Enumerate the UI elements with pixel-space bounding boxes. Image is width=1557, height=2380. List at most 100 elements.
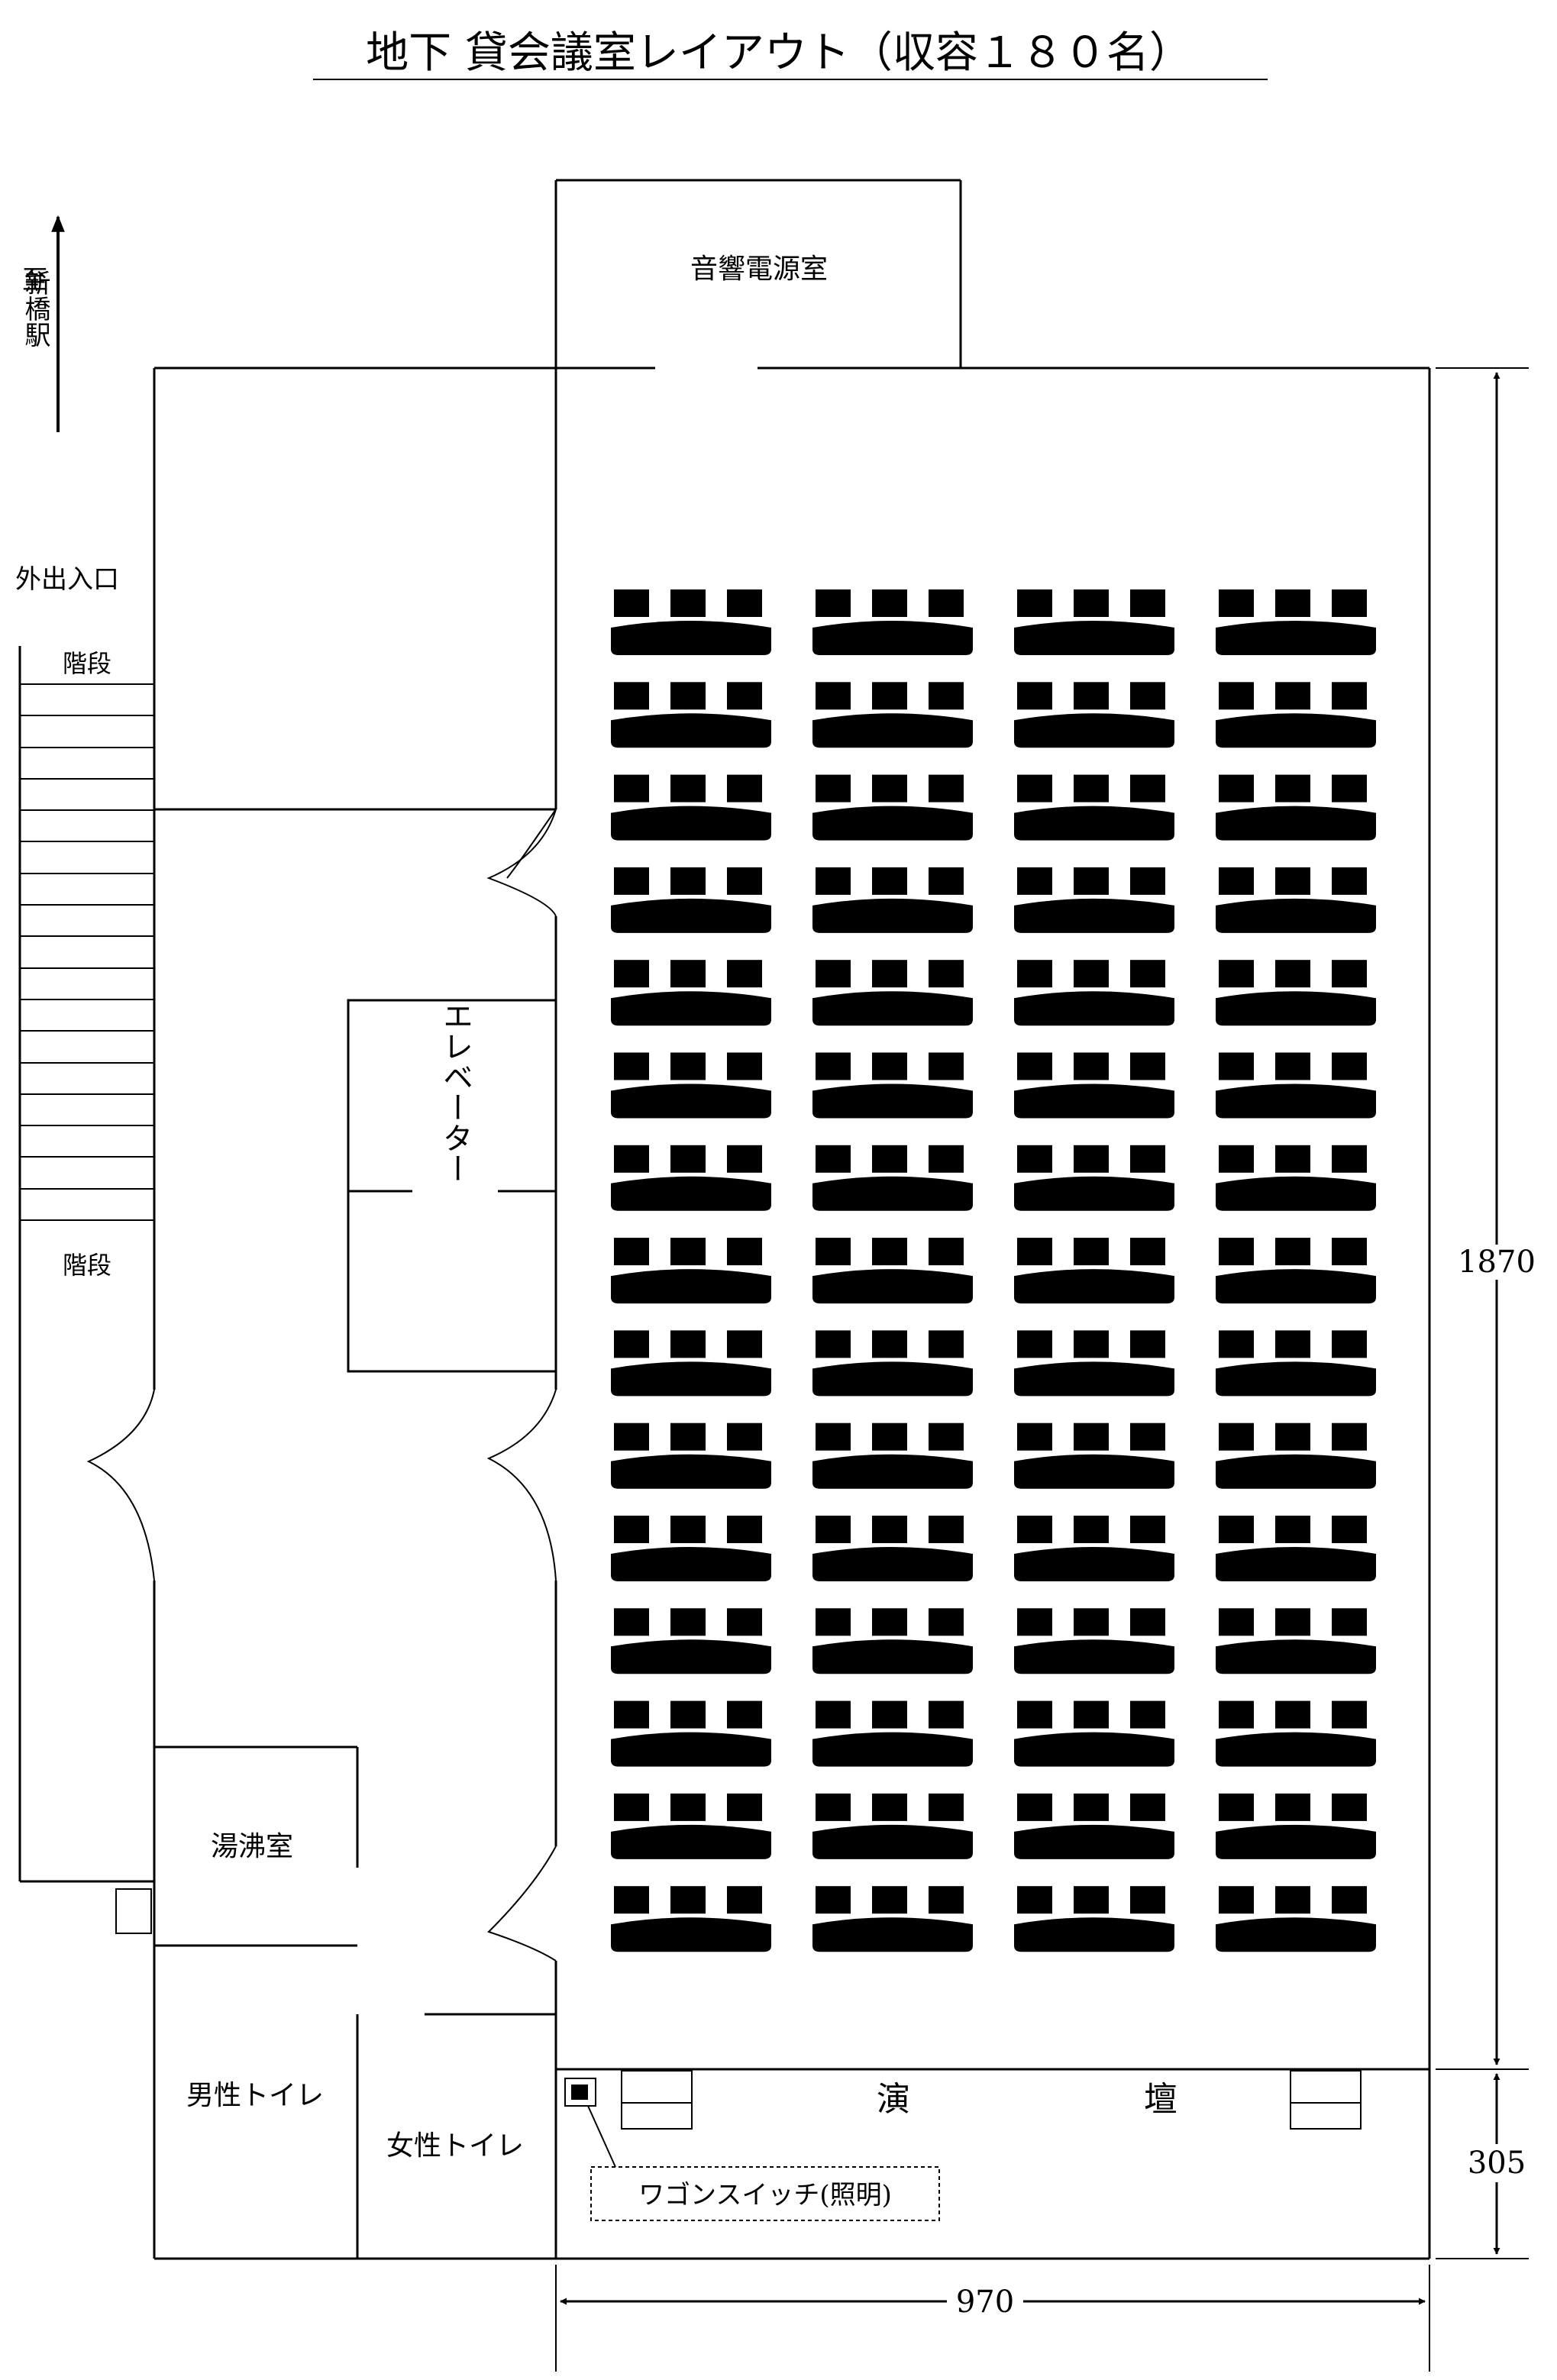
seat bbox=[727, 867, 762, 895]
seat bbox=[1219, 1886, 1254, 1914]
seat bbox=[670, 1145, 706, 1173]
seat bbox=[872, 1700, 907, 1729]
table-group bbox=[611, 589, 771, 655]
dimension-stage-depth: 305 bbox=[1468, 2146, 1526, 2181]
seat bbox=[1219, 1145, 1254, 1173]
seat bbox=[670, 682, 706, 710]
table bbox=[1014, 1917, 1174, 1952]
table bbox=[1014, 621, 1174, 655]
seat bbox=[614, 960, 649, 988]
table bbox=[1014, 1732, 1174, 1767]
seat bbox=[872, 1238, 907, 1266]
switch-icon bbox=[564, 2078, 596, 2107]
seat bbox=[1332, 1793, 1367, 1821]
table bbox=[1014, 991, 1174, 1026]
table-group bbox=[1014, 682, 1174, 748]
womens-toilet-label: 女性トイレ bbox=[386, 2130, 524, 2162]
wall-box bbox=[115, 1888, 152, 1934]
table bbox=[812, 621, 973, 655]
seat bbox=[670, 1052, 706, 1080]
seating-area bbox=[611, 589, 1376, 1952]
seat bbox=[1074, 1423, 1109, 1451]
seat bbox=[929, 1700, 964, 1729]
table-group bbox=[812, 1330, 973, 1397]
table-group bbox=[812, 960, 973, 1026]
table-group bbox=[1216, 774, 1376, 841]
seat bbox=[1275, 1330, 1310, 1358]
table bbox=[611, 1176, 771, 1211]
seat bbox=[1130, 1238, 1165, 1266]
table bbox=[611, 1547, 771, 1581]
exit-label: 外出入口 bbox=[15, 564, 119, 595]
table-group bbox=[1014, 867, 1174, 933]
seat bbox=[614, 1516, 649, 1543]
table-group bbox=[1216, 867, 1376, 933]
table bbox=[812, 1454, 973, 1489]
seat bbox=[1219, 1608, 1254, 1636]
table bbox=[1216, 713, 1376, 748]
table bbox=[1216, 1824, 1376, 1859]
seat bbox=[1219, 589, 1254, 617]
seat bbox=[727, 1608, 762, 1636]
table bbox=[1216, 806, 1376, 841]
seat bbox=[1130, 1516, 1165, 1543]
seat bbox=[670, 589, 706, 617]
table bbox=[1216, 898, 1376, 933]
table bbox=[812, 1547, 973, 1581]
seat bbox=[1332, 1330, 1367, 1358]
table-group bbox=[1014, 774, 1174, 841]
seat bbox=[872, 589, 907, 617]
table-group bbox=[812, 1886, 973, 1952]
table bbox=[812, 991, 973, 1026]
seat bbox=[1275, 1052, 1310, 1080]
table bbox=[1216, 1917, 1376, 1952]
seat bbox=[614, 1608, 649, 1636]
seat bbox=[1275, 682, 1310, 710]
seat bbox=[1074, 1052, 1109, 1080]
table bbox=[611, 1083, 771, 1119]
seat bbox=[1219, 1423, 1254, 1451]
table-group bbox=[1014, 1145, 1174, 1211]
table bbox=[812, 1639, 973, 1674]
seat bbox=[816, 1886, 851, 1914]
table-group bbox=[611, 1145, 771, 1211]
table bbox=[812, 1732, 973, 1767]
seat bbox=[670, 1886, 706, 1914]
seat bbox=[1332, 589, 1367, 617]
table-group bbox=[611, 1516, 771, 1581]
table-group bbox=[1216, 1145, 1376, 1211]
table bbox=[812, 1917, 973, 1952]
stage-label-right: 壇 bbox=[1144, 2080, 1177, 2119]
table-group bbox=[1216, 1238, 1376, 1304]
seat bbox=[614, 1423, 649, 1451]
table-group bbox=[1014, 960, 1174, 1026]
seat bbox=[1130, 1330, 1165, 1358]
seat bbox=[1332, 1608, 1367, 1636]
seat bbox=[816, 1423, 851, 1451]
walls bbox=[18, 179, 1431, 2260]
seat bbox=[1332, 960, 1367, 988]
table bbox=[611, 713, 771, 748]
table-group bbox=[1216, 589, 1376, 655]
seat bbox=[614, 1238, 649, 1266]
table bbox=[1216, 1639, 1376, 1674]
seat bbox=[929, 1516, 964, 1543]
seat bbox=[872, 1516, 907, 1543]
seat bbox=[727, 774, 762, 802]
seat bbox=[816, 1700, 851, 1729]
seat bbox=[872, 1793, 907, 1821]
table-group bbox=[611, 1423, 771, 1489]
table-group bbox=[611, 1608, 771, 1674]
seat bbox=[1130, 1886, 1165, 1914]
seat bbox=[1332, 867, 1367, 895]
seat bbox=[872, 682, 907, 710]
seat bbox=[670, 1423, 706, 1451]
seat bbox=[929, 774, 964, 802]
seat bbox=[1017, 1052, 1052, 1080]
table bbox=[1216, 621, 1376, 655]
table-group bbox=[1014, 1793, 1174, 1859]
seat bbox=[816, 682, 851, 710]
seat bbox=[614, 682, 649, 710]
seat bbox=[1074, 960, 1109, 988]
seat bbox=[1332, 1145, 1367, 1173]
